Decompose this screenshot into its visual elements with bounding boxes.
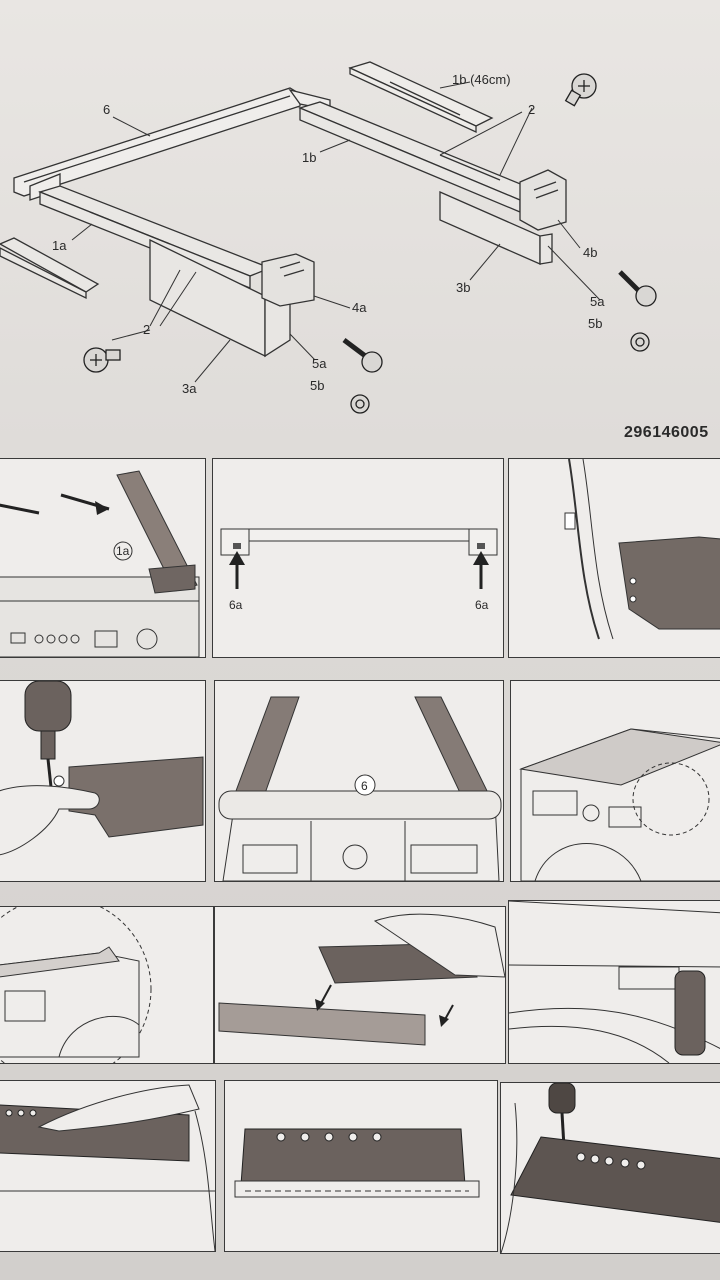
label-6a-right: 6a xyxy=(475,598,489,612)
hand-pressing-icon xyxy=(37,1084,200,1132)
drill-icon-2 xyxy=(548,1083,576,1148)
step-panel-7 xyxy=(0,906,214,1064)
frame-on-washer xyxy=(519,728,720,786)
step-panel-1: 1a xyxy=(0,458,206,658)
step-panel-4 xyxy=(0,680,206,882)
frame-front-bar xyxy=(220,528,498,556)
rail-1a-fitted xyxy=(116,470,198,594)
drill-icon xyxy=(24,681,72,788)
step-panel-5: 6 xyxy=(214,680,504,882)
label-bracket-3a: 3a xyxy=(182,381,197,396)
step-panel-6 xyxy=(510,680,720,882)
washer-5b-right-icon xyxy=(630,332,650,352)
hand-icon xyxy=(0,785,100,856)
plate-being-drilled xyxy=(510,1136,720,1223)
label-foot-4b: 4b xyxy=(583,245,597,260)
callout-1a: 1a xyxy=(116,544,130,558)
detail-circle-zoom xyxy=(0,907,152,1063)
foot-4a xyxy=(261,253,315,307)
label-rail-1b-46cm: 1b (46cm) xyxy=(452,72,511,87)
rail-below xyxy=(218,1002,426,1046)
step-panel-2: 6a 6a xyxy=(212,458,504,658)
step-panel-3 xyxy=(508,458,720,658)
step-panel-9 xyxy=(508,900,720,1064)
rail-1b-46cm xyxy=(348,61,494,134)
foot-4b xyxy=(519,169,567,231)
hands-holding-plate xyxy=(318,913,505,984)
screw-2-top-icon xyxy=(564,73,597,107)
rail-loose-left xyxy=(0,237,100,300)
rail-1b-right xyxy=(298,101,542,213)
screw-5a-right-icon xyxy=(618,270,657,307)
label-6a-left: 6a xyxy=(229,598,243,612)
label-screw-2-top: 2 xyxy=(528,102,535,117)
bracket-plate xyxy=(68,756,204,838)
label-rail-1a: 1a xyxy=(52,238,67,253)
step-panel-10 xyxy=(0,1080,216,1252)
screw-5a-left-icon xyxy=(342,338,383,373)
step-panel-11 xyxy=(224,1080,498,1252)
label-washer-5b-left: 5b xyxy=(310,378,324,393)
label-rail-1b: 1b xyxy=(302,150,316,165)
foot-bracket-closeup xyxy=(618,536,720,630)
step-panel-12 xyxy=(500,1082,720,1254)
screw-2-left-icon xyxy=(83,347,121,373)
label-screw-2-left: 2 xyxy=(143,322,150,337)
label-frame-6: 6 xyxy=(103,102,110,117)
foot-bracket-side xyxy=(674,970,706,1056)
document-code: 296146005 xyxy=(624,424,709,441)
bracket-3b xyxy=(439,191,553,265)
label-foot-4a: 4a xyxy=(352,300,367,315)
label-screw-5a-right: 5a xyxy=(590,294,605,309)
label-bracket-3b: 3b xyxy=(456,280,470,295)
arrow-6a-right-icon xyxy=(473,551,489,589)
washer-5b-left-icon xyxy=(350,394,370,414)
washer-control-panel xyxy=(10,628,158,650)
step-panel-8 xyxy=(214,906,506,1064)
bracket-3a xyxy=(149,238,291,358)
exploded-parts-diagram: 6 1b (46cm) 1b 1a 2 2 3a 3b 4a 4b 5a 5b … xyxy=(0,61,657,414)
callout-6: 6 xyxy=(361,779,368,793)
detail-circle xyxy=(632,762,710,836)
arrow-6a-left-icon xyxy=(229,551,245,589)
washer-controls xyxy=(242,821,478,881)
label-screw-5a-left: 5a xyxy=(312,356,327,371)
label-washer-5b-right: 5b xyxy=(588,316,602,331)
frame-6 xyxy=(13,87,331,201)
